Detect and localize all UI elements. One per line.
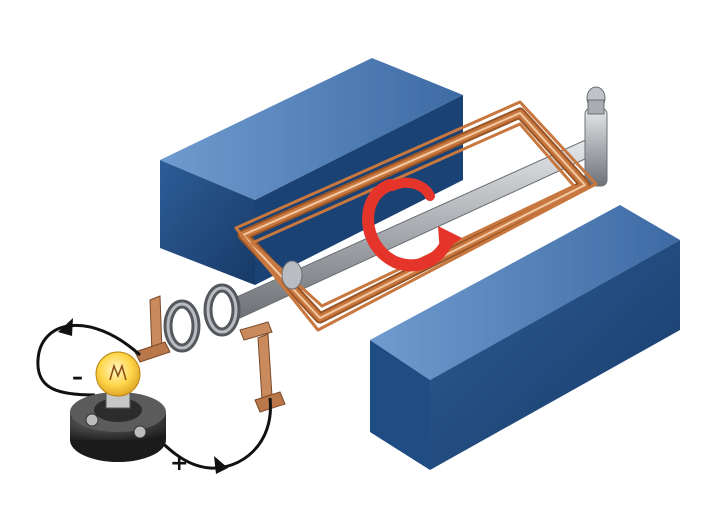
armature-coil — [234, 100, 598, 332]
slip-rings — [163, 260, 303, 353]
front-magnet — [370, 205, 680, 470]
current-direction-arrow-icon — [58, 318, 73, 336]
light-bulb-icon — [70, 351, 166, 462]
negative-terminal-label: – — [72, 365, 83, 390]
rotation-arrow-icon — [362, 177, 462, 272]
current-direction-arrow-icon — [214, 456, 228, 474]
positive-terminal-label: + — [170, 451, 188, 476]
brush-bracket-left — [134, 295, 171, 363]
back-magnet — [160, 58, 463, 285]
brush-bracket-right — [239, 321, 286, 413]
